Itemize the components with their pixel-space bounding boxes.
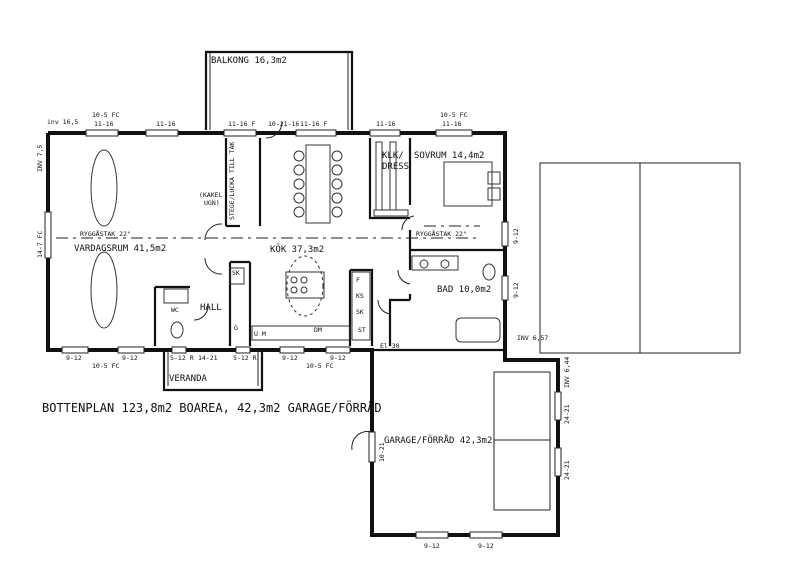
veranda-label: VERANDA xyxy=(169,374,208,384)
bad-label: BAD 10,0m2 xyxy=(437,285,491,295)
win-b6: 5-12 R xyxy=(233,354,257,362)
inv-657-label: INV 6,57 xyxy=(517,334,548,342)
win-t3: 11-16 F xyxy=(228,120,255,128)
window-openings xyxy=(44,129,562,539)
win-r1: 9-12 xyxy=(512,228,520,244)
win-b1: 9-12 xyxy=(66,354,82,362)
win-g2: 24-21 xyxy=(563,404,571,424)
win-t6: 11-16 xyxy=(376,120,396,128)
plan-title: BOTTENPLAN 123,8m2 BOAREA, 42,3m2 GARAGE… xyxy=(42,399,382,415)
klk-label: KLK/ xyxy=(382,151,404,161)
bedroom-furniture xyxy=(373,141,501,217)
kakel-label-2: UGN) xyxy=(204,199,220,207)
code-dm: DM xyxy=(314,326,322,334)
house-outline xyxy=(46,131,560,537)
kok-label: KÖK 37,3m2 xyxy=(270,244,324,255)
code-ks: KS xyxy=(356,292,364,300)
adjacent-building xyxy=(539,162,741,354)
win-g1: 10-21 xyxy=(378,442,386,462)
balkong-label: BALKONG 16,3m2 xyxy=(211,56,287,66)
win-t8: 11-16 xyxy=(442,120,462,128)
code-sk-hall: SK xyxy=(232,269,240,277)
stege-label: STEGE/LUCKA TILL TAK xyxy=(228,142,236,220)
inv-75-label: INV 7,5 xyxy=(36,145,44,172)
win-b3: 9-12 xyxy=(122,354,138,362)
win-r2: 9-12 xyxy=(512,282,520,298)
win-t2: 11-16 xyxy=(156,120,176,128)
garage-label: GARAGE/FÖRRÅD 42,3m2 xyxy=(384,434,492,446)
win-b8: 10-5 FC xyxy=(306,362,333,370)
ryggastak-right: RYGGÅSTAK 22° xyxy=(416,229,467,238)
win-t7: 10-5 FC xyxy=(440,111,467,119)
code-g: G xyxy=(234,324,238,332)
kitchen-counters xyxy=(229,267,371,341)
win-g4: 9-12 xyxy=(424,542,440,550)
ryggastak-left: RYGGÅSTAK 22° xyxy=(80,229,131,238)
dining-table xyxy=(293,144,343,224)
win-g3: 24-21 xyxy=(563,460,571,480)
kitchen-island xyxy=(285,255,325,317)
door-swings xyxy=(193,121,415,451)
code-sk-kitchen: SK xyxy=(356,308,364,316)
interior-walls xyxy=(153,138,505,346)
win-b7: 9-12 xyxy=(282,354,298,362)
sovrum-label: SOVRUM 14,4m2 xyxy=(414,151,484,161)
el-label: El 30 xyxy=(380,342,400,350)
living-room-furniture xyxy=(90,149,118,329)
win-t5: 11-16 F xyxy=(300,120,327,128)
win-g5: 9-12 xyxy=(478,542,494,550)
inv-165-label: inv 16,5 xyxy=(47,118,78,126)
dress-label: DRESS xyxy=(382,162,409,172)
win-b5: 14-21 xyxy=(198,354,218,362)
win-b2: 10-5 FC xyxy=(92,362,119,370)
vardagsrum-label: VARDAGSRUM 41,5m2 xyxy=(74,244,166,254)
code-um: U M xyxy=(254,330,266,338)
inv-644-label: INV 6,44 xyxy=(563,357,571,388)
win-t1: 10-5 FC xyxy=(92,111,119,119)
code-f: F xyxy=(356,276,360,284)
win-t4: 10-21-16 xyxy=(268,120,299,128)
win-t1b: 11-16 xyxy=(94,120,114,128)
garage-interior xyxy=(493,371,551,511)
win-l1: 14-7 FC xyxy=(36,231,44,258)
win-b4: 5-12 R xyxy=(170,354,194,362)
wc-label: WC xyxy=(171,306,179,314)
code-st: ST xyxy=(358,326,366,334)
kakel-label-1: (KAKEL xyxy=(199,191,223,199)
veranda xyxy=(162,350,264,392)
hall-label: HALL xyxy=(200,303,222,313)
ridge-lines xyxy=(56,225,480,239)
bathroom-fixtures xyxy=(163,255,501,343)
balcony xyxy=(204,50,354,130)
win-b9: 9-12 xyxy=(330,354,346,362)
